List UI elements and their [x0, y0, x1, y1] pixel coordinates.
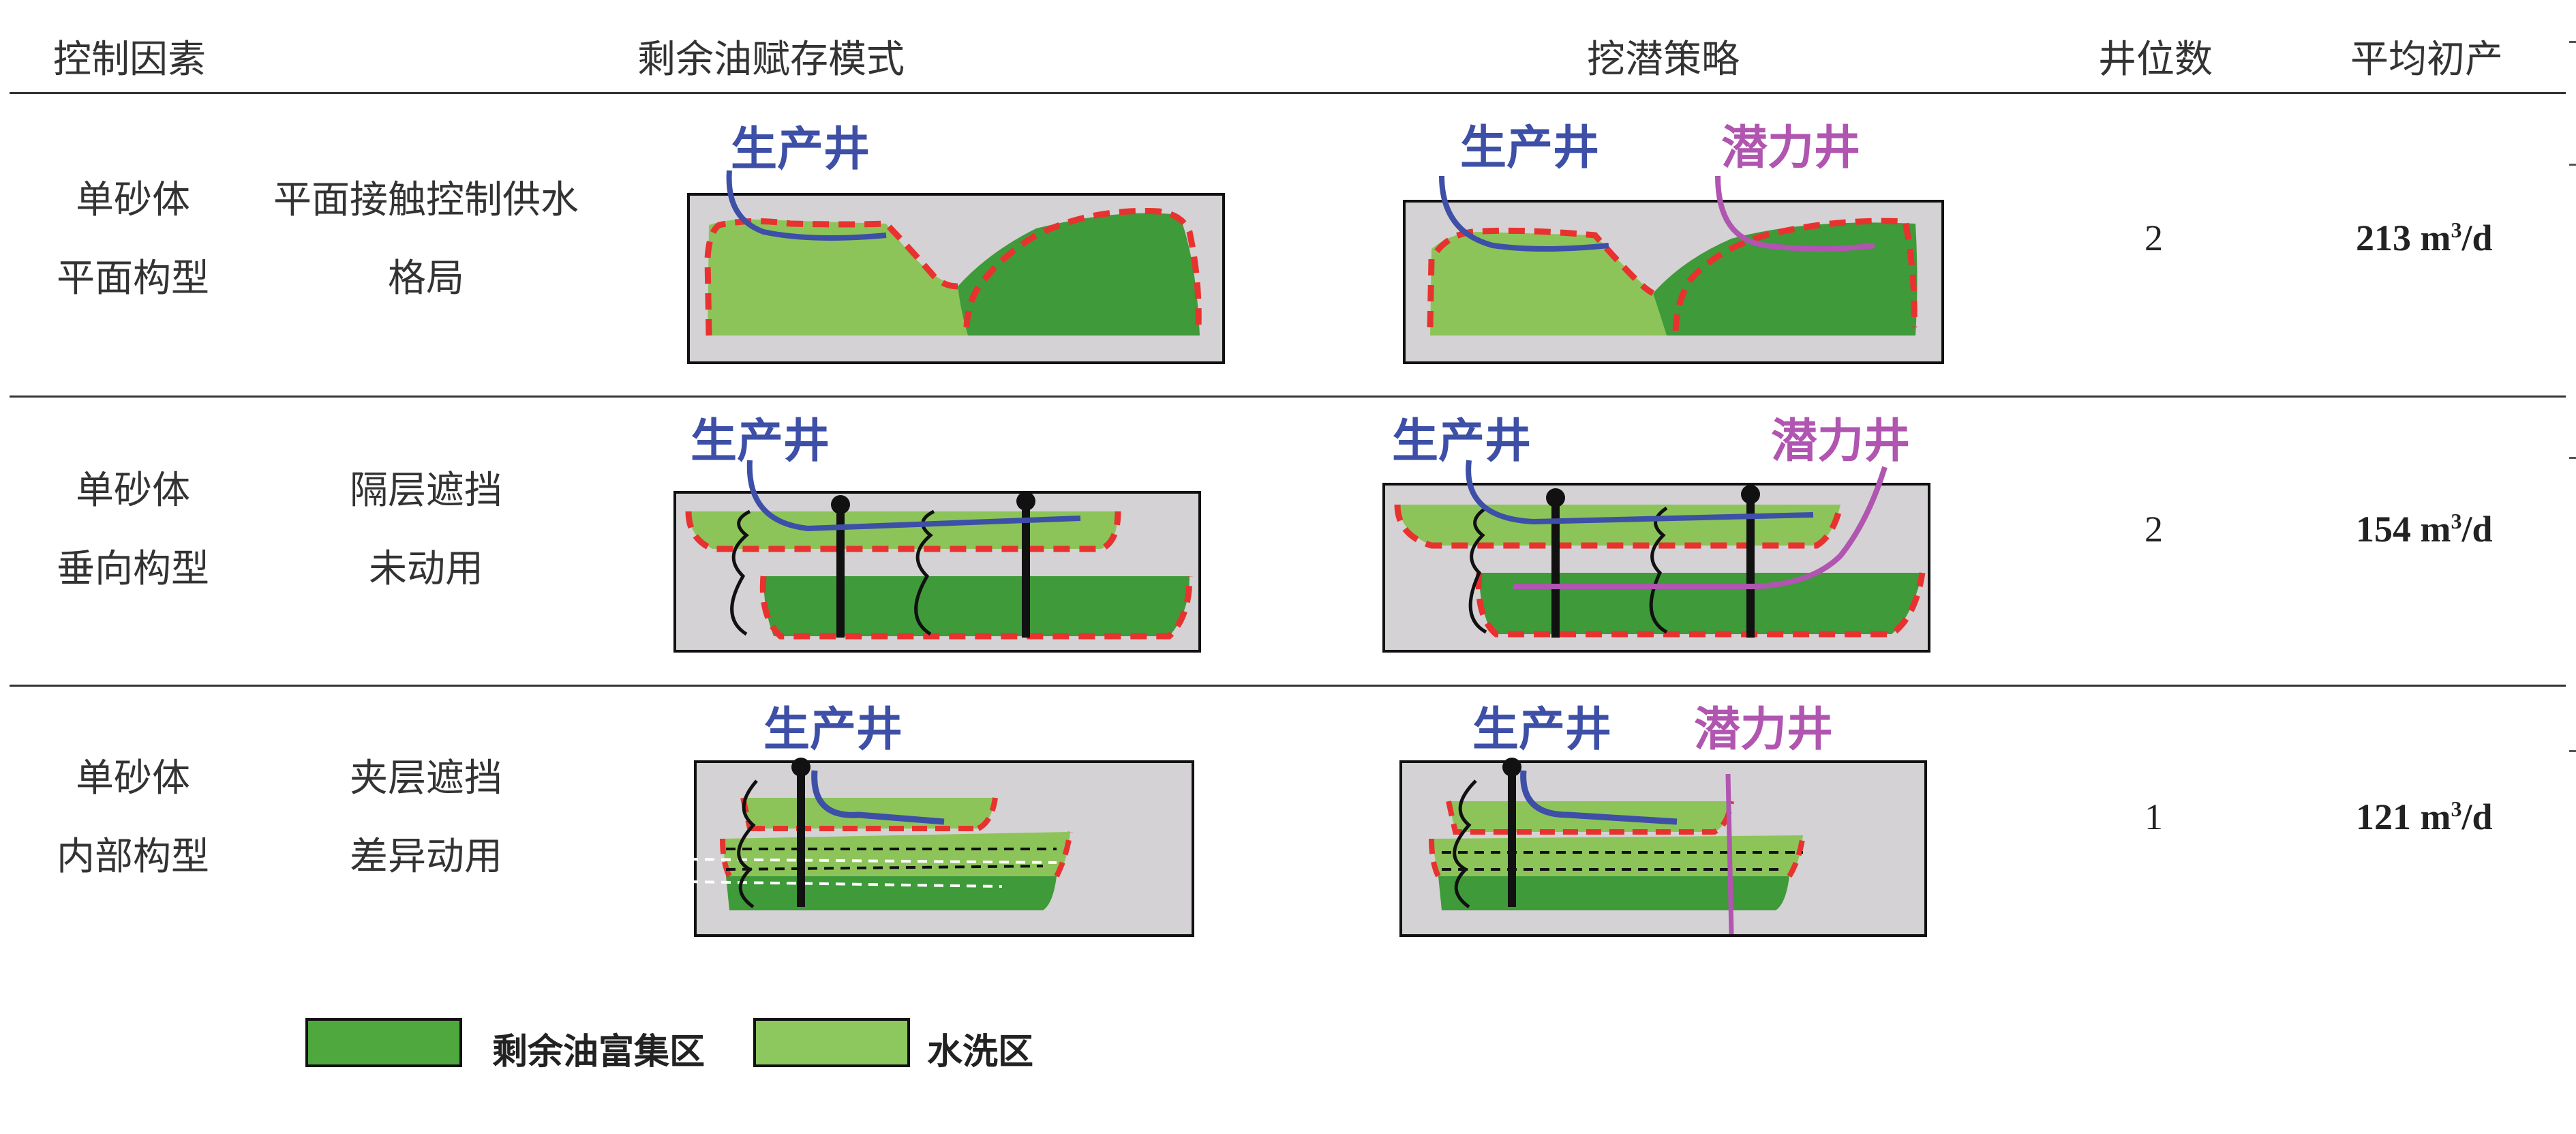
- row1-avg-value: 213 m: [2356, 218, 2451, 258]
- row1-strategy-diagram: 生产井 潜力井: [1403, 121, 1944, 364]
- header-rule: [10, 92, 2566, 94]
- legend-swatch-washed: [753, 1018, 910, 1067]
- row3-factor: 单砂体 内部构型: [27, 739, 239, 896]
- row2-avg-value: 154 m: [2356, 509, 2451, 550]
- row2-strategy-diagram: 生产井 潜力井: [1382, 415, 1930, 653]
- legend-label-remaining-oil: 剩余油富集区: [492, 1032, 706, 1073]
- edge-mark: [2569, 41, 2576, 43]
- header-control-factor: 控制因素: [53, 38, 206, 82]
- row2-mode-diagram: 生产井: [673, 415, 1201, 653]
- row1-mode-diagram: 生产井: [687, 123, 1225, 364]
- row1-factor-line2: 平面构型: [57, 256, 209, 301]
- row2-factor-line1: 单砂体: [76, 468, 190, 513]
- row2-factor: 单砂体 垂向构型: [27, 451, 239, 608]
- row-rule-2: [10, 685, 2566, 687]
- row1-avg-production: 213 m3/d: [2356, 217, 2493, 259]
- header-avg-production: 平均初产: [2350, 38, 2503, 82]
- row3-avg-unit: /d: [2461, 796, 2493, 837]
- edge-mark: [2569, 164, 2576, 166]
- edge-mark: [2569, 457, 2576, 459]
- row-rule-1: [10, 396, 2566, 398]
- row3-mode-diagram: 生产井: [688, 703, 1194, 937]
- row2-well-count: 2: [2145, 509, 2163, 550]
- row3-desc: 夹层遮挡 差异动用: [252, 739, 600, 896]
- well-label-production: 生产井: [1472, 703, 1611, 757]
- well-label-production: 生产井: [1392, 415, 1531, 468]
- well-label-production: 生产井: [1460, 121, 1599, 175]
- well-label-potential: 潜力井: [1771, 415, 1910, 468]
- row3-avg-exp: 3: [2451, 796, 2462, 821]
- edge-mark: [2569, 750, 2576, 752]
- header-strategy: 挖潜策略: [1587, 38, 1740, 82]
- row2-avg-exp: 3: [2451, 509, 2462, 533]
- row1-desc: 平面接触控制供水 格局: [252, 161, 600, 318]
- header-mode: 剩余油赋存模式: [637, 38, 905, 82]
- row2-avg-production: 154 m3/d: [2356, 508, 2493, 550]
- row2-desc: 隔层遮挡 未动用: [252, 451, 600, 608]
- row3-well-count: 1: [2145, 796, 2163, 837]
- row2-avg-unit: /d: [2461, 509, 2493, 550]
- row1-factor-line1: 单砂体: [76, 178, 190, 222]
- row3-avg-value: 121 m: [2356, 796, 2451, 837]
- well-label-potential: 潜力井: [1721, 121, 1860, 175]
- legend-label-washed: 水洗区: [927, 1032, 1034, 1073]
- row3-desc-line2: 差异动用: [350, 835, 502, 879]
- row1-factor: 单砂体 平面构型: [27, 161, 239, 318]
- row1-well-count: 2: [2145, 218, 2163, 258]
- well-label-production: 生产井: [691, 415, 830, 468]
- row3-avg-production: 121 m3/d: [2356, 796, 2493, 838]
- row3-factor-line2: 内部构型: [57, 835, 209, 879]
- row1-desc-line1: 平面接触控制供水: [273, 178, 579, 222]
- well-label-production: 生产井: [731, 123, 870, 177]
- header-well-count: 井位数: [2098, 38, 2213, 82]
- row3-factor-line1: 单砂体: [76, 756, 190, 801]
- row2-factor-line2: 垂向构型: [57, 547, 209, 591]
- row3-strategy-diagram: 生产井 潜力井: [1399, 703, 1927, 937]
- well-label-potential: 潜力井: [1694, 703, 1833, 757]
- row1-avg-unit: /d: [2461, 218, 2493, 258]
- row1-desc-line2: 格局: [388, 256, 464, 301]
- legend-swatch-remaining-oil: [305, 1018, 462, 1067]
- row2-desc-line1: 隔层遮挡: [350, 468, 502, 513]
- row2-desc-line2: 未动用: [369, 547, 483, 591]
- row3-desc-line1: 夹层遮挡: [350, 756, 502, 801]
- well-label-production: 生产井: [763, 703, 903, 757]
- row1-avg-exp: 3: [2451, 218, 2462, 242]
